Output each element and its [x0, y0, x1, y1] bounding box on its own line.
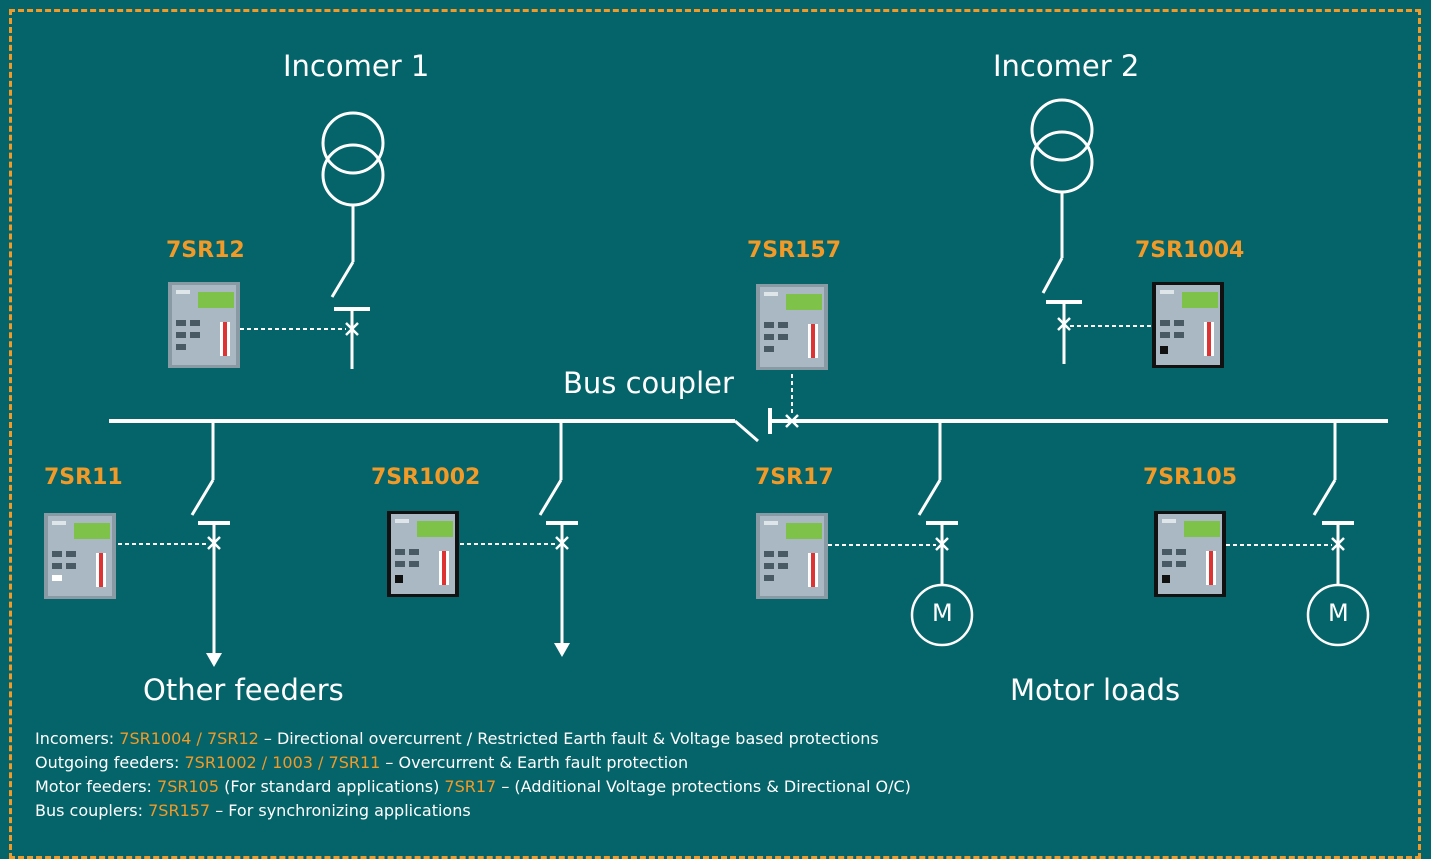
device-label-7sr17: 7SR17 [755, 465, 834, 490]
feeder-1-arrow [206, 653, 222, 667]
bus-coupler-label: Bus coupler [563, 366, 734, 400]
relay-7sr11-icon [44, 513, 116, 599]
legend-devices: 7SR105 [157, 777, 220, 796]
relay-7sr157-icon [756, 284, 828, 370]
legend-prefix: Incomers: [35, 729, 120, 748]
motor-2-symbol [1306, 583, 1370, 647]
transformer-1-upper-winding [321, 111, 385, 175]
other-feeders-label: Other feeders [143, 673, 344, 707]
incomer-2-switch [1041, 257, 1064, 294]
feeder-2-arrow [554, 643, 570, 657]
incomer-2-label: Incomer 2 [993, 49, 1140, 83]
legend-devices: 7SR1002 / 1003 / 7SR11 [184, 753, 381, 772]
relay-7sr12-icon [168, 282, 240, 368]
legend-line-bus-couplers: Bus couplers: 7SR157 – For synchronizing… [35, 799, 911, 823]
legend-devices-2: 7SR17 [444, 777, 497, 796]
legend-line-outgoing-feeders: Outgoing feeders: 7SR1002 / 1003 / 7SR11… [35, 751, 911, 775]
legend-prefix: Outgoing feeders: [35, 753, 185, 772]
diagram-lines [109, 98, 1388, 667]
motor-1-symbol [910, 583, 974, 647]
bus-coupler-switch [734, 419, 759, 443]
device-label-7sr157: 7SR157 [747, 238, 842, 263]
single-line-diagram: Incomer 1 Incomer 2 Bus coupler Other fe… [9, 9, 1421, 859]
device-label-7sr11: 7SR11 [44, 465, 123, 490]
relay-7sr17-icon [756, 513, 828, 599]
motor-1-label: M [932, 599, 953, 627]
relay-7sr1002-icon [387, 511, 459, 597]
motor-loads-label: Motor loads [1010, 673, 1181, 707]
device-label-7sr1004: 7SR1004 [1135, 238, 1245, 263]
legend-description: – Directional overcurrent / Restricted E… [258, 729, 879, 748]
legend-description-2: – (Additional Voltage protections & Dire… [496, 777, 911, 796]
legend-description: (For standard applications) [219, 777, 445, 796]
motor-feeder-1-switch [917, 479, 942, 516]
motor-feeder-2-switch [1312, 479, 1337, 516]
relay-7sr105-icon [1154, 511, 1226, 597]
transformer-2-upper-winding [1030, 98, 1094, 162]
legend-devices: 7SR1004 / 7SR12 [119, 729, 259, 748]
incomer-1-switch [330, 261, 355, 298]
legend-line-incomers: Incomers: 7SR1004 / 7SR12 – Directional … [35, 727, 911, 751]
legend-line-motor-feeders: Motor feeders: 7SR105 (For standard appl… [35, 775, 911, 799]
legend-prefix: Bus couplers: [35, 801, 149, 820]
relay-7sr1004-icon [1152, 282, 1224, 368]
motor-2-label: M [1328, 599, 1349, 627]
feeder-2-switch [538, 479, 563, 516]
incomer-1-label: Incomer 1 [283, 49, 430, 83]
feeder-1-switch [190, 479, 215, 516]
legend-description: – For synchronizing applications [210, 801, 471, 820]
legend: Incomers: 7SR1004 / 7SR12 – Directional … [35, 727, 911, 823]
transformer-2-lower-winding [1030, 130, 1094, 194]
device-label-7sr1002: 7SR1002 [371, 465, 481, 490]
transformer-1-lower-winding [321, 143, 385, 207]
legend-description: – Overcurrent & Earth fault protection [380, 753, 689, 772]
device-label-7sr12: 7SR12 [166, 238, 245, 263]
legend-devices: 7SR157 [148, 801, 211, 820]
legend-prefix: Motor feeders: [35, 777, 158, 796]
device-label-7sr105: 7SR105 [1143, 465, 1238, 490]
